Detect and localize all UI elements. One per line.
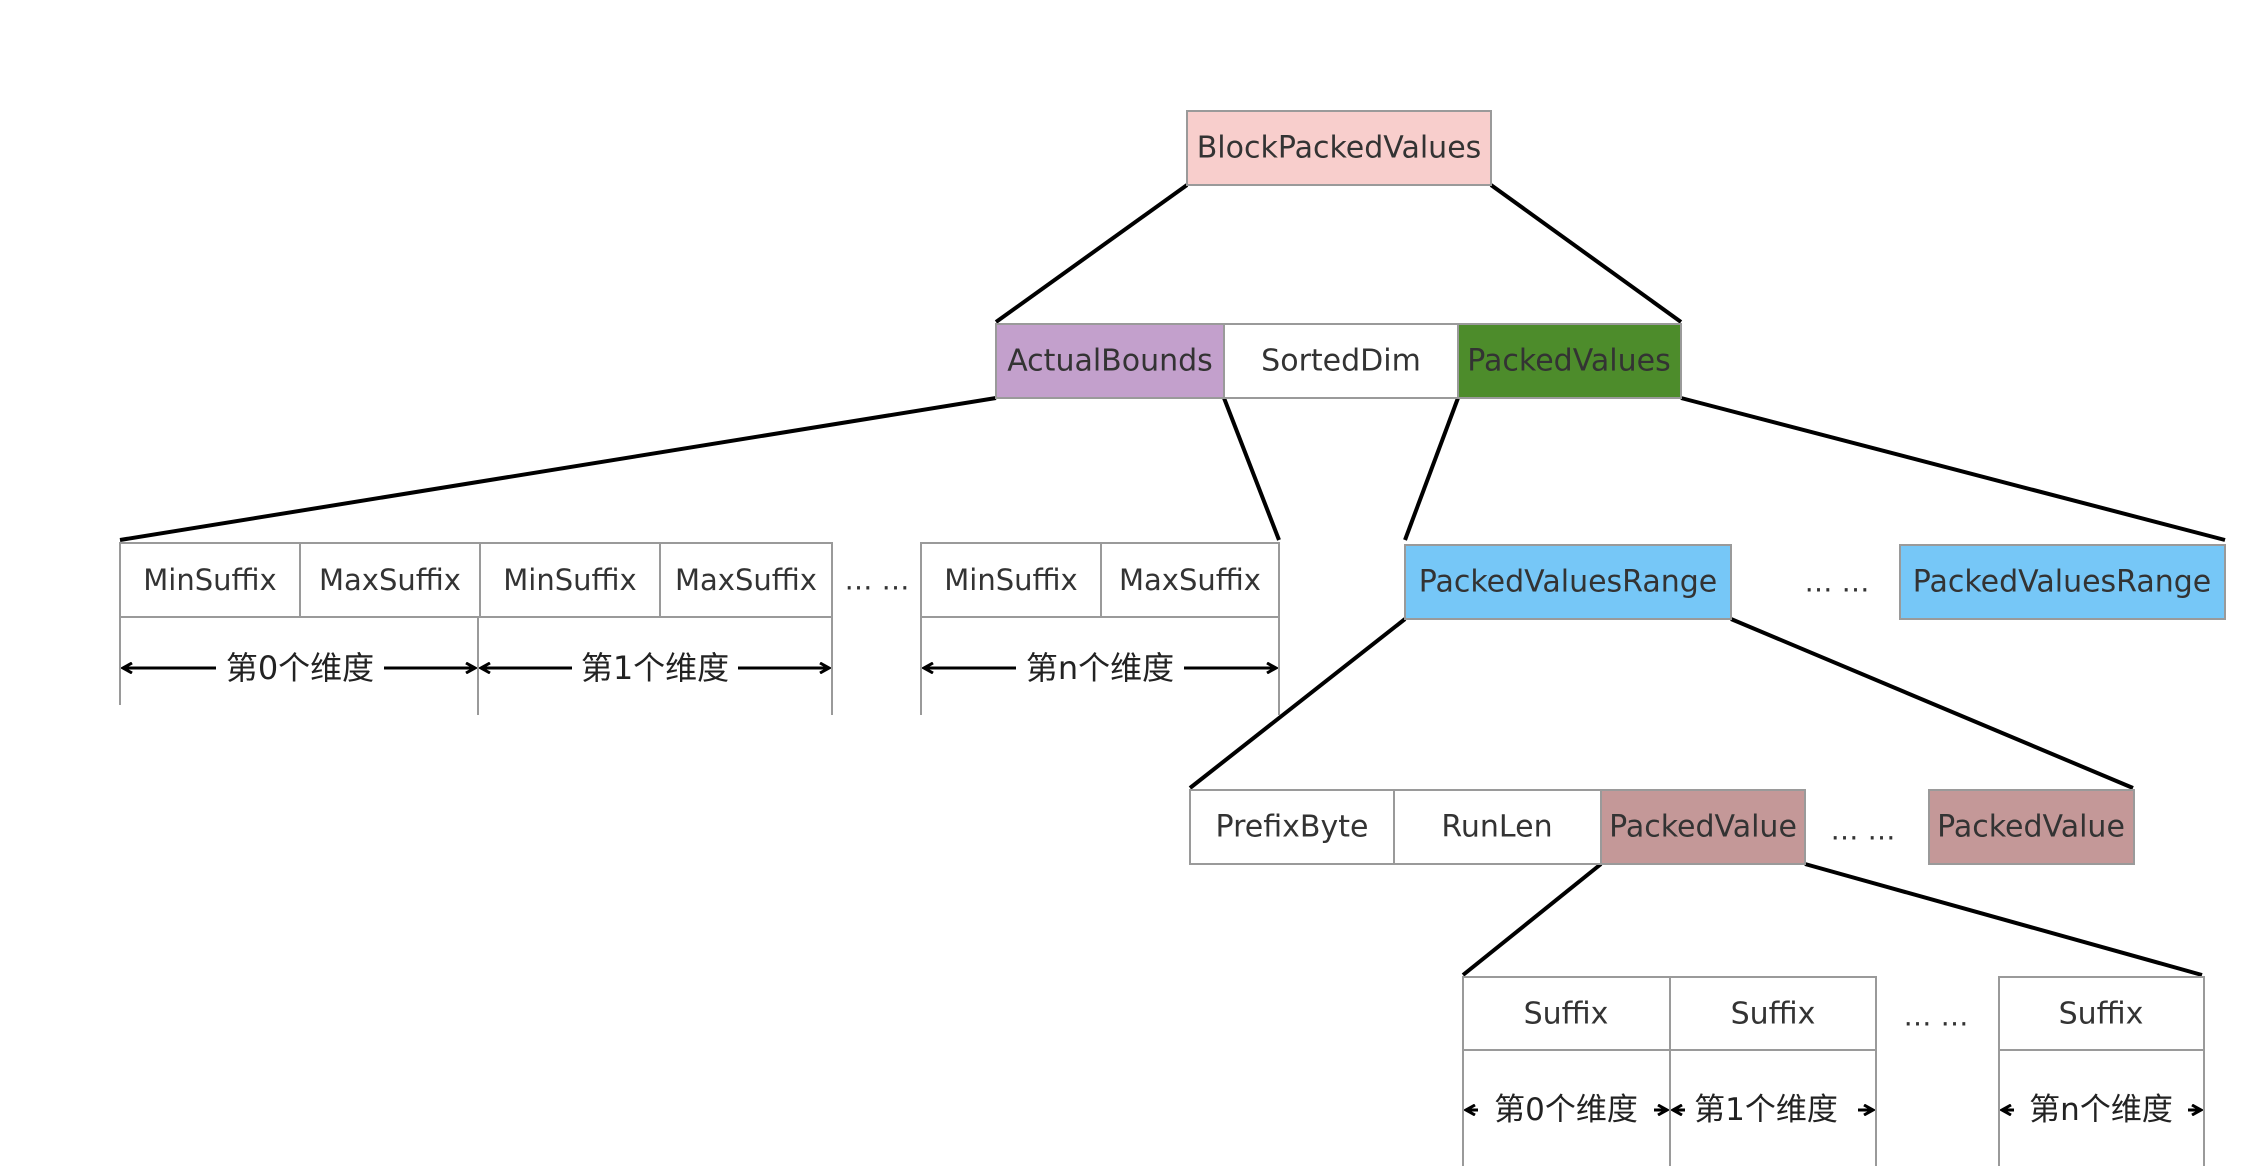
level1-row: ActualBounds SortedDim PackedValues <box>995 323 1682 399</box>
bounds-ellipsis: … … <box>845 564 910 597</box>
packed-values-range-box <box>1404 544 1732 620</box>
bounds-row: MinSuffix MaxSuffix MinSuffix MaxSuffix … <box>119 542 1280 715</box>
dim1-label: 第1个维度 <box>581 649 729 687</box>
actual-bounds-label: ActualBounds <box>1007 344 1213 379</box>
connector-value-right <box>1804 862 2203 977</box>
packed-value-label: PackedValue <box>1937 810 2125 845</box>
range-detail-ellipsis: … … <box>1831 814 1896 847</box>
max-suffix-cell <box>1100 542 1280 618</box>
connector-packed-left <box>1403 397 1460 541</box>
suffix-label: Suffix <box>1731 997 1816 1032</box>
max-suffix-cell <box>299 542 481 618</box>
prefix-byte-box <box>1189 789 1395 865</box>
connector-root-right <box>1489 183 1683 324</box>
root-node: BlockPackedValues <box>1186 110 1492 186</box>
connector-bounds-right <box>1222 397 1281 541</box>
packed-value-box <box>1928 789 2135 865</box>
dimn-label: 第n个维度 <box>1026 649 1174 687</box>
root-box <box>1186 110 1492 186</box>
packed-values-box <box>1457 323 1682 399</box>
packed-values-range-label: PackedValuesRange <box>1419 565 1718 600</box>
actual-bounds-box <box>995 323 1225 399</box>
min-suffix-label: MinSuffix <box>143 563 276 597</box>
connector-value-left <box>1461 862 1603 977</box>
min-suffix-label: MinSuffix <box>944 563 1077 597</box>
packed-value-label: PackedValue <box>1609 810 1797 845</box>
sorted-dim-box <box>1223 323 1459 399</box>
suffix-cell <box>1669 976 1877 1051</box>
suffix-row: Suffix Suffix … … Suffix 第0个维度 第1个维度 第n个… <box>1462 976 2205 1166</box>
run-len-box <box>1393 789 1602 865</box>
suffix-label: Suffix <box>2059 997 2144 1032</box>
min-suffix-cell <box>479 542 661 618</box>
max-suffix-label: MaxSuffix <box>319 563 461 597</box>
sorted-dim-label: SortedDim <box>1261 344 1421 379</box>
min-suffix-cell <box>119 542 301 618</box>
packed-value-box <box>1600 789 1806 865</box>
dim0-label: 第0个维度 <box>226 649 374 687</box>
max-suffix-label: MaxSuffix <box>675 563 817 597</box>
range-detail-row: PrefixByte RunLen PackedValue … … Packed… <box>1189 789 2135 865</box>
connector-packed-right <box>1680 396 2226 542</box>
run-len-label: RunLen <box>1441 810 1552 845</box>
packed-values-label: PackedValues <box>1467 344 1670 379</box>
suffix-dim1-label: 第1个维度 <box>1694 1092 1838 1128</box>
ranges-row: PackedValuesRange … … PackedValuesRange <box>1404 544 2226 620</box>
suffix-dim0-label: 第0个维度 <box>1494 1092 1638 1128</box>
packed-values-range-box <box>1899 544 2226 620</box>
max-suffix-cell <box>659 542 833 618</box>
suffix-dimn-label: 第n个维度 <box>2029 1092 2173 1128</box>
suffix-cell <box>1998 976 2205 1051</box>
prefix-byte-label: PrefixByte <box>1216 810 1369 845</box>
root-label: BlockPackedValues <box>1197 131 1482 166</box>
connector-bounds-left <box>119 396 997 542</box>
connector-lines <box>119 183 2226 977</box>
min-suffix-label: MinSuffix <box>503 563 636 597</box>
connector-range-left <box>1188 617 1407 790</box>
connector-range-right <box>1730 617 2134 790</box>
min-suffix-cell <box>920 542 1102 618</box>
suffix-cell <box>1462 976 1671 1051</box>
suffix-label: Suffix <box>1524 997 1609 1032</box>
max-suffix-label: MaxSuffix <box>1119 563 1261 597</box>
connector-root-left <box>994 183 1189 324</box>
packed-values-range-label: PackedValuesRange <box>1913 565 2212 600</box>
ranges-ellipsis: … … <box>1805 566 1870 599</box>
suffix-ellipsis: … … <box>1904 1000 1969 1033</box>
